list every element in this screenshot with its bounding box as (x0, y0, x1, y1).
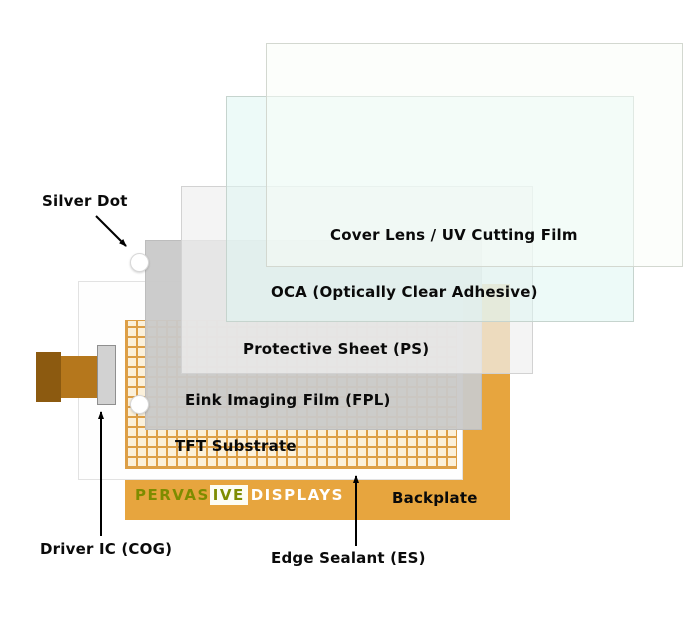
driver-ic-chip (97, 345, 116, 405)
silver-dot-top (130, 253, 149, 272)
protective-sheet-label: Protective Sheet (PS) (243, 340, 430, 358)
flex-cable-ribbon (61, 356, 97, 398)
tft-substrate-label: TFT Substrate (175, 437, 297, 455)
cover-lens-label: Cover Lens / UV Cutting Film (330, 226, 578, 244)
edge-sealant-label: Edge Sealant (ES) (271, 549, 426, 567)
logo-text-displays: DISPLAYS (250, 486, 344, 504)
oca-label: OCA (Optically Clear Adhesive) (271, 283, 538, 301)
backplate-label: Backplate (392, 489, 478, 507)
logo-text-pervas: PERVAS (135, 486, 210, 504)
flex-cable-connector (36, 352, 61, 402)
silver-dot-bottom (130, 395, 149, 414)
cover-lens-layer (266, 43, 683, 267)
driver-ic-label: Driver IC (COG) (40, 540, 173, 558)
eink-imaging-film-label: Eink Imaging Film (FPL) (185, 391, 391, 409)
logo-text-ive: IVE (209, 485, 248, 505)
silver-dot-label: Silver Dot (42, 192, 128, 210)
silver-dot-arrow (95, 215, 127, 247)
